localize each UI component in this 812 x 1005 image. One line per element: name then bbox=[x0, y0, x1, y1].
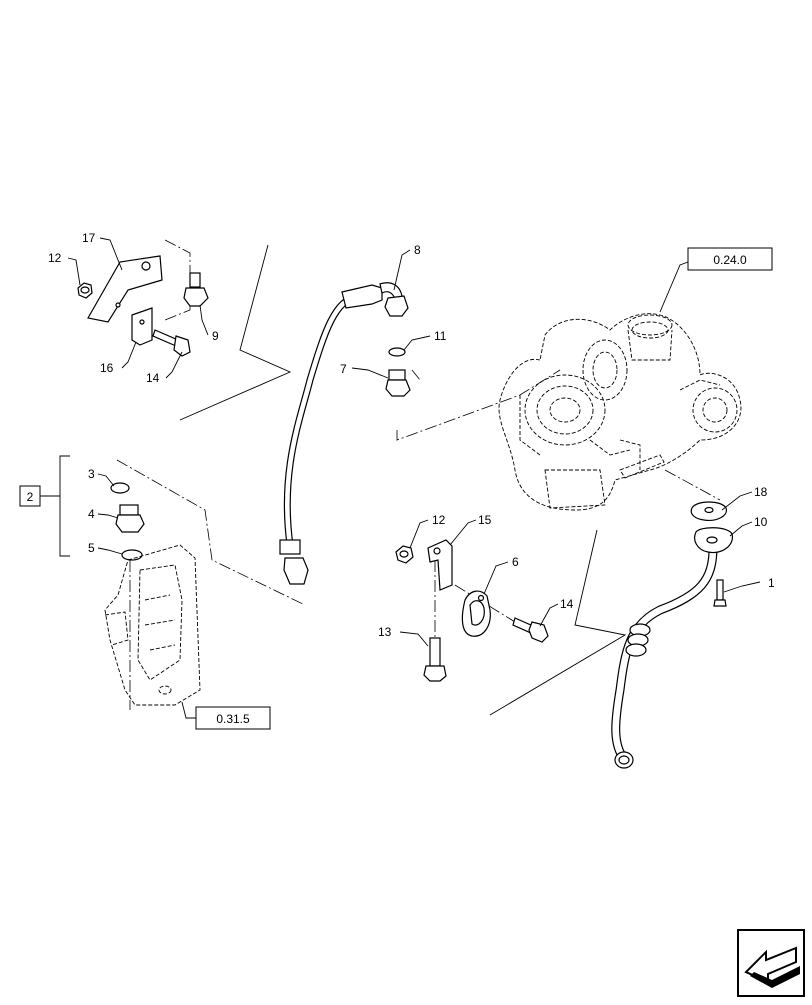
seal-11 bbox=[388, 347, 406, 357]
leader-lines bbox=[67, 237, 761, 719]
callout-5: 5 bbox=[88, 541, 95, 555]
callout-11: 11 bbox=[434, 329, 447, 343]
ref-turbocharger: 0.24.0 bbox=[713, 253, 747, 267]
filter-head-ghost bbox=[104, 544, 201, 706]
clip-16 bbox=[131, 307, 153, 346]
callout-13: 13 bbox=[378, 625, 392, 639]
bolt-13 bbox=[423, 637, 447, 682]
seal-5 bbox=[121, 549, 143, 561]
callout-16: 16 bbox=[100, 361, 114, 375]
bolt-14-top bbox=[152, 329, 191, 357]
callout-2: 2 bbox=[27, 490, 34, 504]
adapter-7 bbox=[385, 369, 411, 397]
callout-10: 10 bbox=[754, 515, 768, 529]
callout-box-2[interactable]: 2 bbox=[19, 485, 41, 507]
callout-labels: 1 3 4 5 6 7 8 9 10 11 12 12 13 14 14 15 … bbox=[48, 231, 775, 639]
bracket-17 bbox=[87, 255, 163, 323]
nut-12-top bbox=[77, 282, 93, 299]
callout-12-mid: 12 bbox=[432, 513, 446, 527]
callout-14-mid: 14 bbox=[560, 597, 574, 611]
callout-18: 18 bbox=[754, 485, 768, 499]
turbocharger-ghost bbox=[498, 313, 742, 511]
ref-filter-head: 0.31.5 bbox=[216, 712, 250, 726]
callout-8: 8 bbox=[414, 243, 421, 257]
assembly-lines bbox=[179, 244, 627, 716]
oil-feed-pipe bbox=[279, 282, 409, 585]
callout-12-top: 12 bbox=[48, 251, 62, 265]
bolt-9 bbox=[183, 272, 209, 307]
bolt-1 bbox=[713, 579, 727, 607]
bracket-15 bbox=[427, 539, 453, 591]
ref-box-turbocharger[interactable]: 0.24.0 bbox=[687, 247, 773, 271]
gasket-18 bbox=[690, 501, 728, 521]
callout-3: 3 bbox=[88, 467, 95, 481]
fitting-4 bbox=[115, 504, 145, 533]
callout-7: 7 bbox=[340, 362, 347, 376]
callout-17: 17 bbox=[82, 231, 96, 245]
callout-6: 6 bbox=[512, 555, 519, 569]
group-bracket bbox=[40, 455, 70, 557]
callout-14-top: 14 bbox=[146, 371, 160, 385]
ref-box-filter-head[interactable]: 0.31.5 bbox=[195, 706, 271, 730]
callout-9: 9 bbox=[212, 329, 219, 343]
seal-3 bbox=[110, 482, 130, 494]
nut-12-mid bbox=[395, 545, 414, 564]
oil-drain-pipe bbox=[611, 527, 734, 769]
arrow-back-icon[interactable] bbox=[737, 929, 805, 997]
callout-4: 4 bbox=[88, 507, 95, 521]
clamp-6 bbox=[461, 590, 491, 637]
bolt-14-mid bbox=[512, 617, 549, 643]
callout-1: 1 bbox=[768, 576, 775, 590]
callout-15: 15 bbox=[478, 513, 492, 527]
